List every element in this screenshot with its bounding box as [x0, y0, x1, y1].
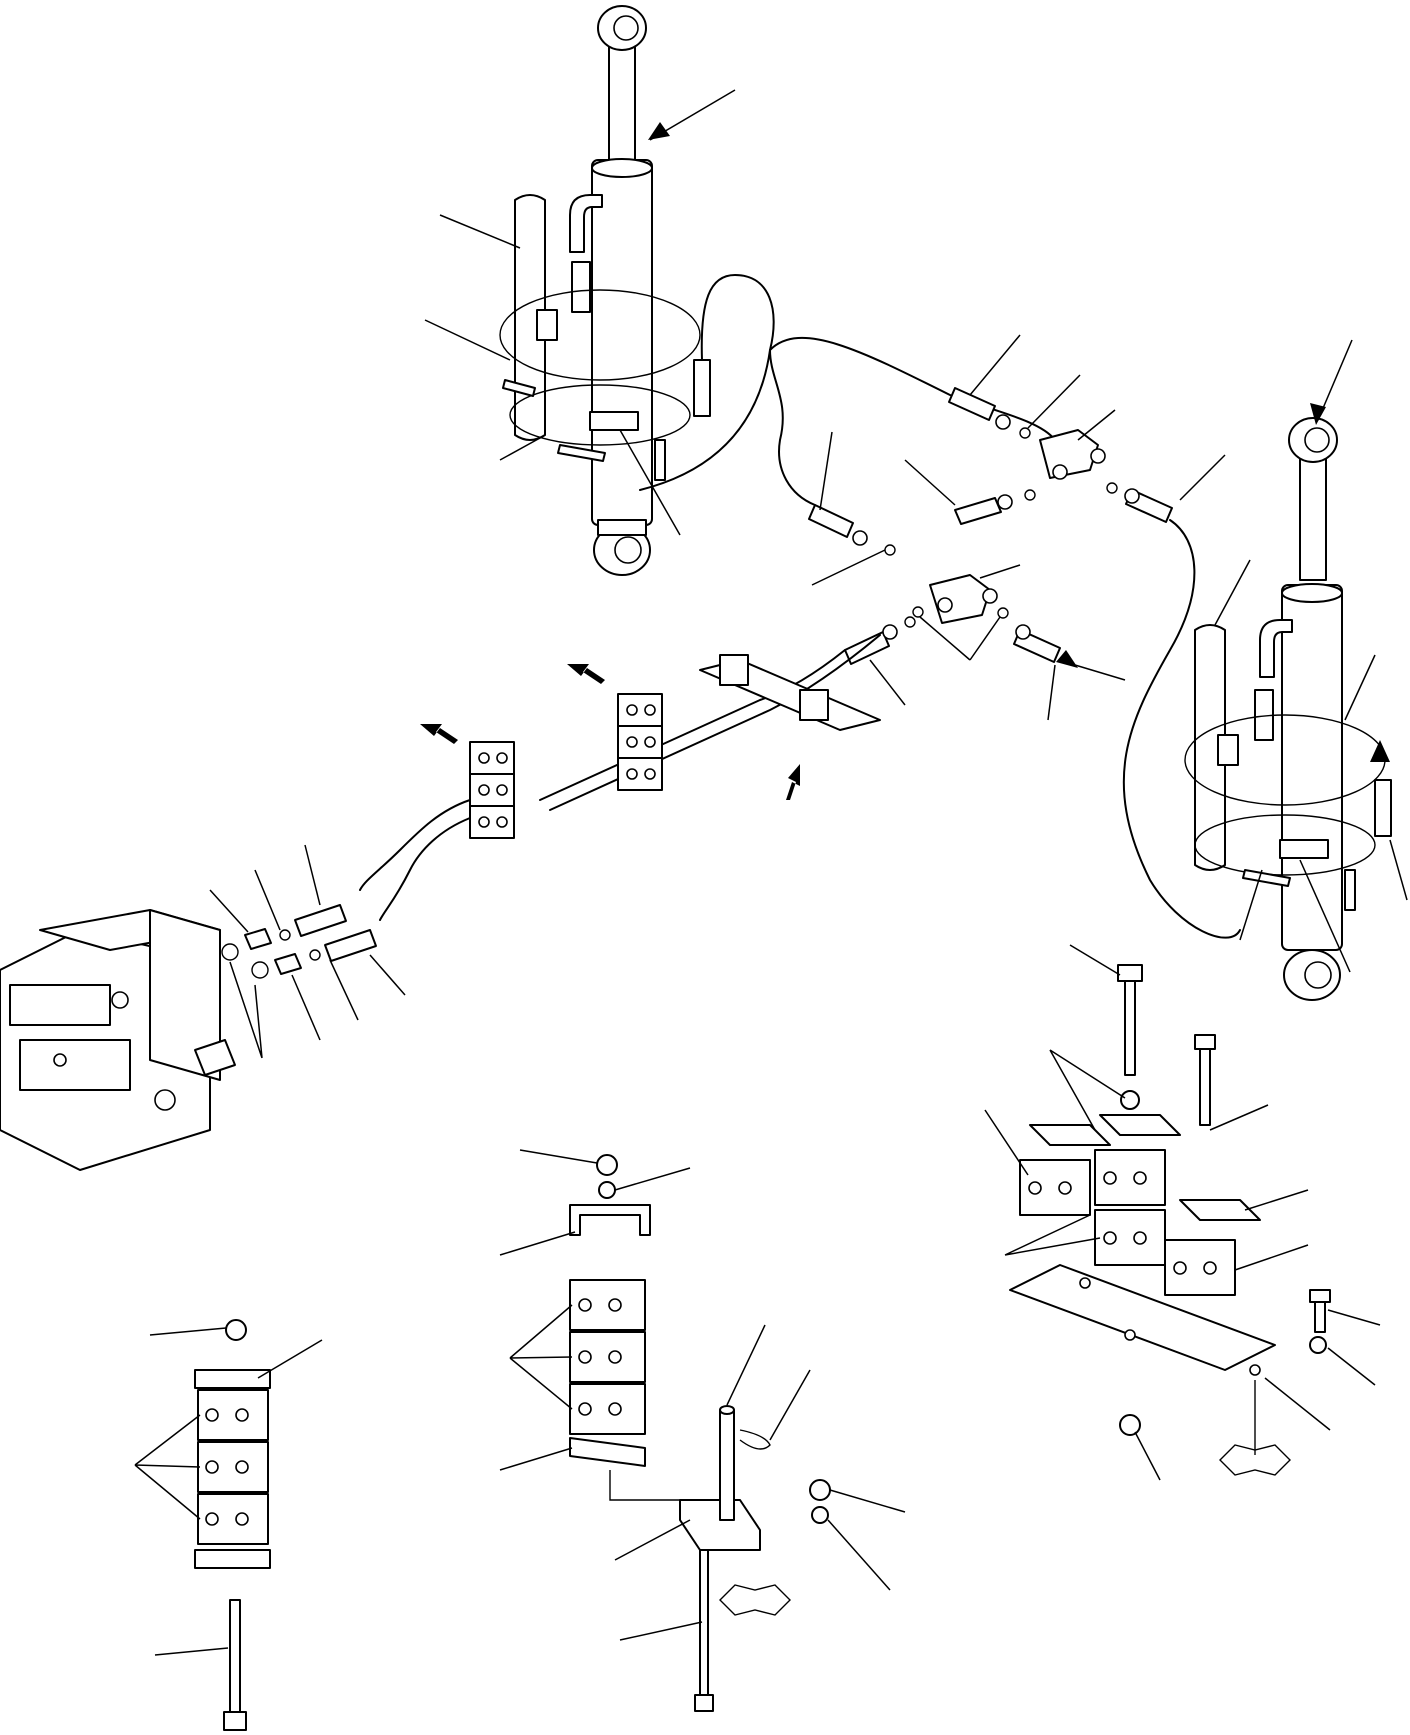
leader-line	[1327, 1347, 1376, 1386]
hose-line	[549, 634, 881, 811]
leader-line	[424, 319, 511, 361]
arrow-icon	[1370, 740, 1390, 762]
bold-arrow-icon	[567, 664, 605, 684]
leader-line	[439, 214, 521, 249]
leader-line	[369, 954, 406, 996]
hose-fitting	[1013, 624, 1061, 663]
leader-line	[149, 1327, 227, 1336]
leader-line	[1209, 1104, 1269, 1131]
leader-line	[134, 1414, 201, 1520]
hose-fitting	[844, 616, 916, 665]
leader-line	[1344, 654, 1376, 721]
hose-line	[769, 336, 1056, 441]
bold-arrow-icon	[786, 764, 800, 800]
leader-line	[829, 1489, 906, 1513]
leader-line	[1239, 869, 1263, 941]
hose-line	[1122, 519, 1241, 939]
leader-line	[519, 1149, 598, 1164]
leader-line	[499, 437, 541, 461]
adapter-fittings	[221, 904, 377, 979]
leader-line	[1389, 839, 1408, 901]
left-cylinder-hose-fitting	[639, 274, 775, 491]
leader-line	[1214, 559, 1251, 626]
leader-line	[1179, 454, 1226, 501]
tee-fitting	[929, 574, 998, 624]
tee-fitting	[1039, 429, 1106, 480]
leader-line	[499, 1447, 573, 1471]
leader-line	[904, 459, 956, 506]
o-ring	[912, 606, 924, 618]
leader-line	[1047, 664, 1056, 721]
hose-line	[359, 799, 471, 891]
arrow-icon	[648, 122, 670, 140]
arrow-icon	[1056, 650, 1078, 668]
right-cylinder-guard-plate	[1194, 624, 1239, 871]
leader-line	[329, 959, 359, 1021]
leader-line	[1327, 1309, 1381, 1326]
hose-fitting	[948, 387, 1031, 439]
leader-line	[229, 961, 263, 1059]
leader-line	[257, 1339, 323, 1379]
leader-line	[984, 1109, 1029, 1176]
leader-line	[1264, 1377, 1331, 1431]
hose-line	[539, 649, 846, 801]
clamp-stack-lower-left	[194, 1319, 271, 1731]
clamp-block-stack	[617, 693, 663, 791]
leader-line	[304, 844, 321, 906]
leader-line	[614, 1519, 691, 1561]
hose-fitting	[954, 489, 1036, 525]
left-cylinder-guard-plate	[514, 194, 558, 441]
leader-line	[1074, 664, 1126, 681]
left-hydraulic-cylinder	[569, 5, 666, 576]
leader-line	[769, 1369, 811, 1441]
leader-line	[1077, 409, 1116, 441]
leader-line	[619, 429, 681, 536]
clamp-stack-lower-right	[1009, 964, 1331, 1476]
leader-line	[1027, 374, 1081, 429]
leader-line	[1134, 1431, 1161, 1481]
leader-line	[979, 564, 1021, 579]
clamp-stack-lower-center	[569, 1154, 831, 1712]
leader-line	[154, 1647, 229, 1656]
leader-line	[254, 869, 281, 931]
right-hydraulic-cylinder	[1254, 417, 1356, 1001]
hose-line	[379, 817, 471, 921]
leader-line	[819, 431, 833, 511]
bold-arrow-icon	[420, 724, 458, 744]
leader-line	[827, 1519, 891, 1591]
leader-line	[869, 659, 906, 706]
leader-line	[1299, 859, 1351, 973]
leader-line	[1244, 1189, 1309, 1211]
leader-line	[1004, 1214, 1101, 1256]
leader-line	[614, 1167, 691, 1191]
leader-line	[1049, 1049, 1126, 1131]
hose-fitting	[1106, 482, 1173, 523]
right-cylinder-hose-fitting	[1374, 779, 1392, 837]
leader-line	[969, 334, 1021, 396]
leader-line	[209, 889, 249, 933]
o-ring	[997, 607, 1009, 619]
hose-line	[769, 349, 816, 506]
hose-fitting	[808, 504, 896, 556]
leader-line	[1234, 1244, 1309, 1271]
leader-line	[726, 1324, 766, 1406]
leader-line	[919, 616, 1001, 661]
leader-line	[499, 1231, 576, 1256]
control-valve	[0, 909, 236, 1171]
leader-line	[1069, 944, 1121, 976]
clamp-block-stack	[469, 741, 515, 839]
leader-line	[509, 1304, 573, 1410]
clamp-bracket-plate	[699, 654, 881, 731]
left-cylinder-hose-clamps	[499, 289, 701, 462]
arrow-icon	[1310, 403, 1326, 425]
leader-line	[619, 1621, 703, 1641]
leader-line	[291, 974, 321, 1041]
leader-line	[811, 549, 886, 586]
